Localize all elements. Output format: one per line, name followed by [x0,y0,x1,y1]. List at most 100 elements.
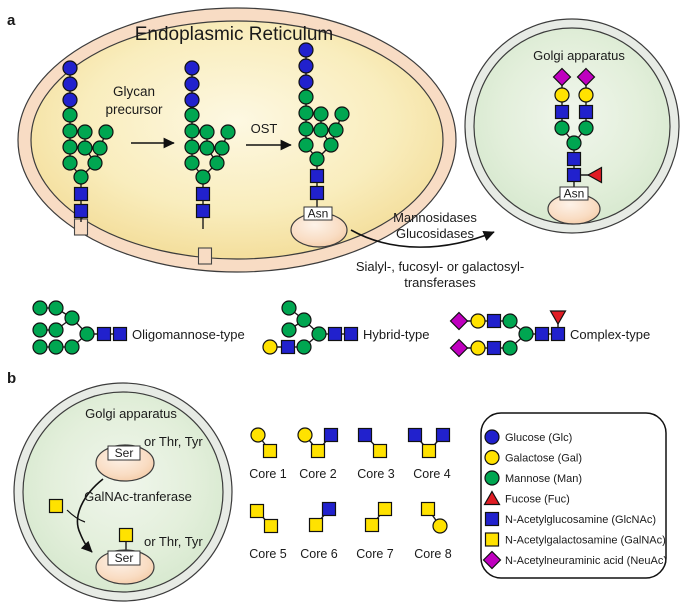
asn-box [303,206,333,221]
man-circle-icon [298,105,314,121]
free-galnac [48,498,64,514]
legend-label-galactose: Galactose (Gal) [505,453,582,465]
gal-circle-icon [554,87,570,103]
man-circle-icon [184,139,200,155]
man-circle-icon [77,124,93,140]
glcnac-square-icon [73,186,89,202]
transferases-line2: transferases [404,275,476,290]
man-circle-icon [313,122,329,138]
neuac-diamond-icon [449,338,469,358]
man-circle-icon [32,300,48,316]
asn-label: Asn [564,187,585,201]
panel-a-label: a [7,12,16,29]
ost-label: OST [251,121,278,136]
ser-box [107,445,141,461]
panel-b-label: b [7,370,16,387]
golgi-complex-glycan [552,67,603,184]
galnac-square-icon [377,501,393,517]
glcnac-square-icon [566,151,582,167]
man-circle-icon [298,89,314,105]
galnac-transfer-arrow [76,478,104,553]
man-circle-icon [323,137,339,153]
golgi-a-title: Golgi apparatus [533,48,625,63]
man-circle-icon [62,107,78,123]
core-8-structure [420,501,448,534]
glycan-precursor-label-line1: Glycan [113,84,155,99]
core-6-label: Core 6 [300,547,338,561]
galnac-square-icon [308,517,324,533]
man-circle-icon [328,122,344,138]
panel-b: b Golgi apparatus Ser or Thr, Tyr GalNAc… [7,370,667,602]
glcnac-square-icon [195,203,211,219]
core-3-label: Core 3 [357,467,395,481]
ser-label: Ser [115,551,134,565]
man-circle-icon [281,322,297,338]
man-circle-icon [334,106,350,122]
man-circle-icon [62,155,78,171]
man-circle-icon [296,339,312,355]
glc-circle-icon [298,58,314,74]
complex-structure [449,310,567,358]
glcnac-square-icon [280,339,296,355]
hybrid-structure [262,300,359,355]
glcnac-square-icon [195,186,211,202]
galnac-square-icon [48,498,64,514]
core-5-label: Core 5 [249,547,287,561]
core-1-structure [250,427,278,459]
man-circle-icon [48,300,64,316]
panel-a: a Endoplasmic Reticulum Glycan precursor… [7,7,680,358]
man-circle-icon [298,137,314,153]
gal-circle-icon [484,449,500,466]
man-circle-icon [566,135,582,151]
man-circle-icon [48,322,64,338]
gal-circle-icon [262,339,278,355]
man-circle-icon [32,339,48,355]
neuac-diamond-icon [576,67,596,87]
glc-circle-icon [298,74,314,90]
galnac-square-icon [310,443,326,459]
core-8-label: Core 8 [414,547,452,561]
man-circle-icon [578,120,594,136]
enzymes-line1: Mannosidases [393,210,477,225]
man-circle-icon [79,326,95,342]
asn-box [559,186,589,201]
man-circle-icon [281,300,297,316]
glycan-precursor-label-line2: precursor [105,102,163,117]
glcnac-square-icon [73,203,89,219]
man-circle-icon [502,313,518,329]
man-circle-icon [184,107,200,123]
fuc-tri-up-icon [483,490,501,506]
glcnac-square-icon [407,427,423,443]
fuc-tri-left-icon [586,166,603,184]
galnac-square-icon [421,443,437,459]
glcnac-square-icon [435,427,451,443]
core-6-structure [308,501,337,533]
er-title: Endoplasmic Reticulum [135,24,334,45]
man-circle-icon [296,312,312,328]
legend-label-galnac: N-Acetylgalactosamine (GalNAc) [505,535,666,547]
glcnac-square-icon [323,427,339,443]
er-glycan-precursor-2 [184,60,236,219]
man-circle-icon [92,140,108,156]
galnac-square-icon [263,518,279,534]
glc-circle-icon [184,60,200,76]
legend-label-mannose: Mannose (Man) [505,473,582,485]
man-circle-icon [311,326,327,342]
ser-label: Ser [115,446,134,460]
core-2-structure [297,427,339,459]
glcnac-square-icon [486,340,502,356]
er-glycan-precursor-1 [62,60,114,219]
gal-circle-icon [470,313,486,329]
galnac-square-icon [420,501,436,517]
glcnac-square-icon [96,326,112,342]
core-3-structure [357,427,388,459]
neuac-diamond-icon [449,311,469,331]
gal-circle-icon [432,518,448,534]
glcnac-square-icon [309,185,325,201]
man-circle-icon [32,322,48,338]
man-circle-icon [87,155,103,171]
man-circle-icon [214,140,230,156]
glc-circle-icon [184,92,200,108]
man-circle-icon [518,326,534,342]
